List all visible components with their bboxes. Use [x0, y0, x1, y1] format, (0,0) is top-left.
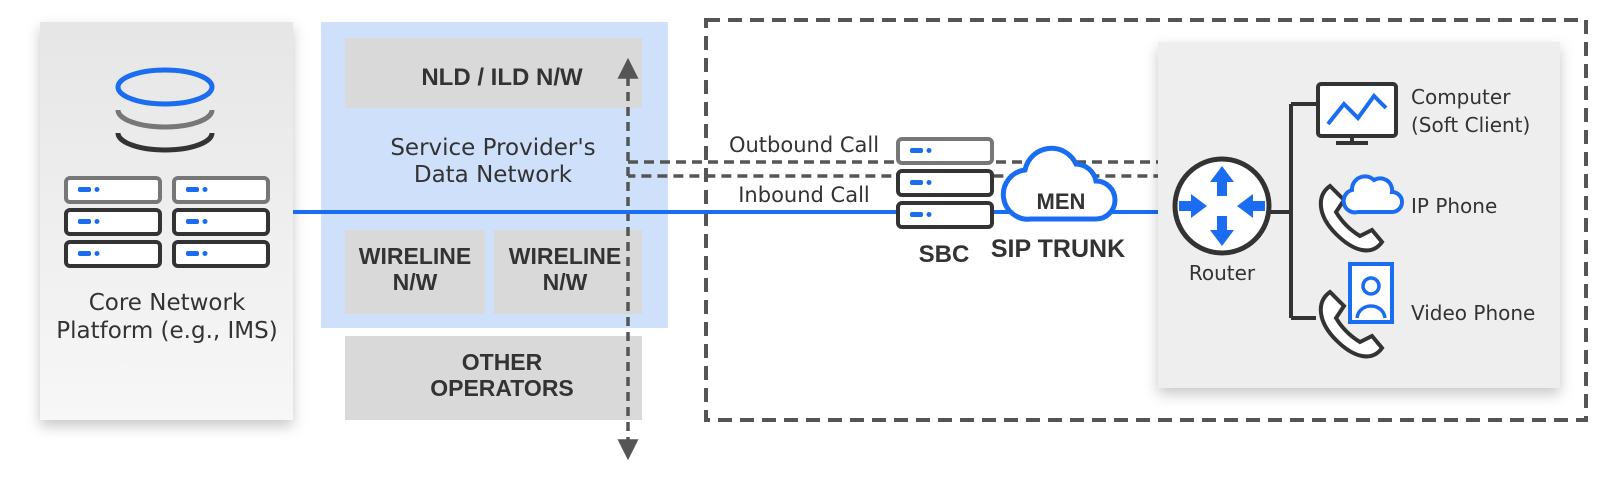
computer-label-line1: Computer — [1411, 85, 1511, 109]
service-provider-network: NLD / ILD N/W Service Provider's Data Ne… — [321, 22, 668, 420]
computer-monitor-icon — [1316, 82, 1398, 145]
outbound-call-label: Outbound Call — [729, 133, 879, 157]
sbc-label: SBC — [919, 241, 970, 268]
lan-branch-lines — [1269, 102, 1316, 320]
core-label-line1: Core Network — [89, 290, 246, 316]
wireline1-label-line2: N/W — [393, 269, 438, 295]
data-network-label-line2: Data Network — [414, 162, 573, 188]
wireline2-label-line2: N/W — [543, 269, 588, 295]
video-phone-icon — [1319, 262, 1394, 359]
wireline-box-2 — [494, 230, 642, 314]
router-icon — [1172, 156, 1272, 256]
data-network-label-line1: Service Provider's — [390, 135, 595, 161]
customer-premises-boundary — [704, 18, 1588, 422]
inbound-call-label: Inbound Call — [738, 183, 870, 207]
nld-ild-label: NLD / ILD N/W — [421, 64, 583, 91]
nld-ild-box — [345, 38, 642, 108]
database-icon — [115, 67, 215, 153]
computer-label-line2: (Soft Client) — [1411, 113, 1530, 137]
wireline1-label-line1: WIRELINE — [359, 243, 471, 269]
sbc-server-icon — [896, 137, 994, 229]
other-operators-box — [345, 336, 642, 420]
core-network-platform: Core Network Platform (e.g., IMS) — [40, 22, 293, 420]
men-label: MEN — [1037, 189, 1086, 214]
ip-phone-label: IP Phone — [1411, 194, 1497, 218]
other-operators-line1: OTHER — [462, 349, 543, 375]
men-cloud-icon: MEN — [1000, 145, 1118, 222]
video-phone-label: Video Phone — [1411, 301, 1535, 325]
ip-phone-icon — [1319, 174, 1404, 253]
router-label: Router — [1189, 261, 1256, 285]
server-rack-icon — [64, 176, 270, 268]
sip-trunk-label: SIP TRUNK — [991, 235, 1125, 263]
other-operators-line2: OPERATORS — [430, 375, 574, 401]
core-label-line2: Platform (e.g., IMS) — [56, 318, 277, 344]
wireline2-label-line1: WIRELINE — [509, 243, 621, 269]
wireline-box-1 — [345, 230, 485, 314]
